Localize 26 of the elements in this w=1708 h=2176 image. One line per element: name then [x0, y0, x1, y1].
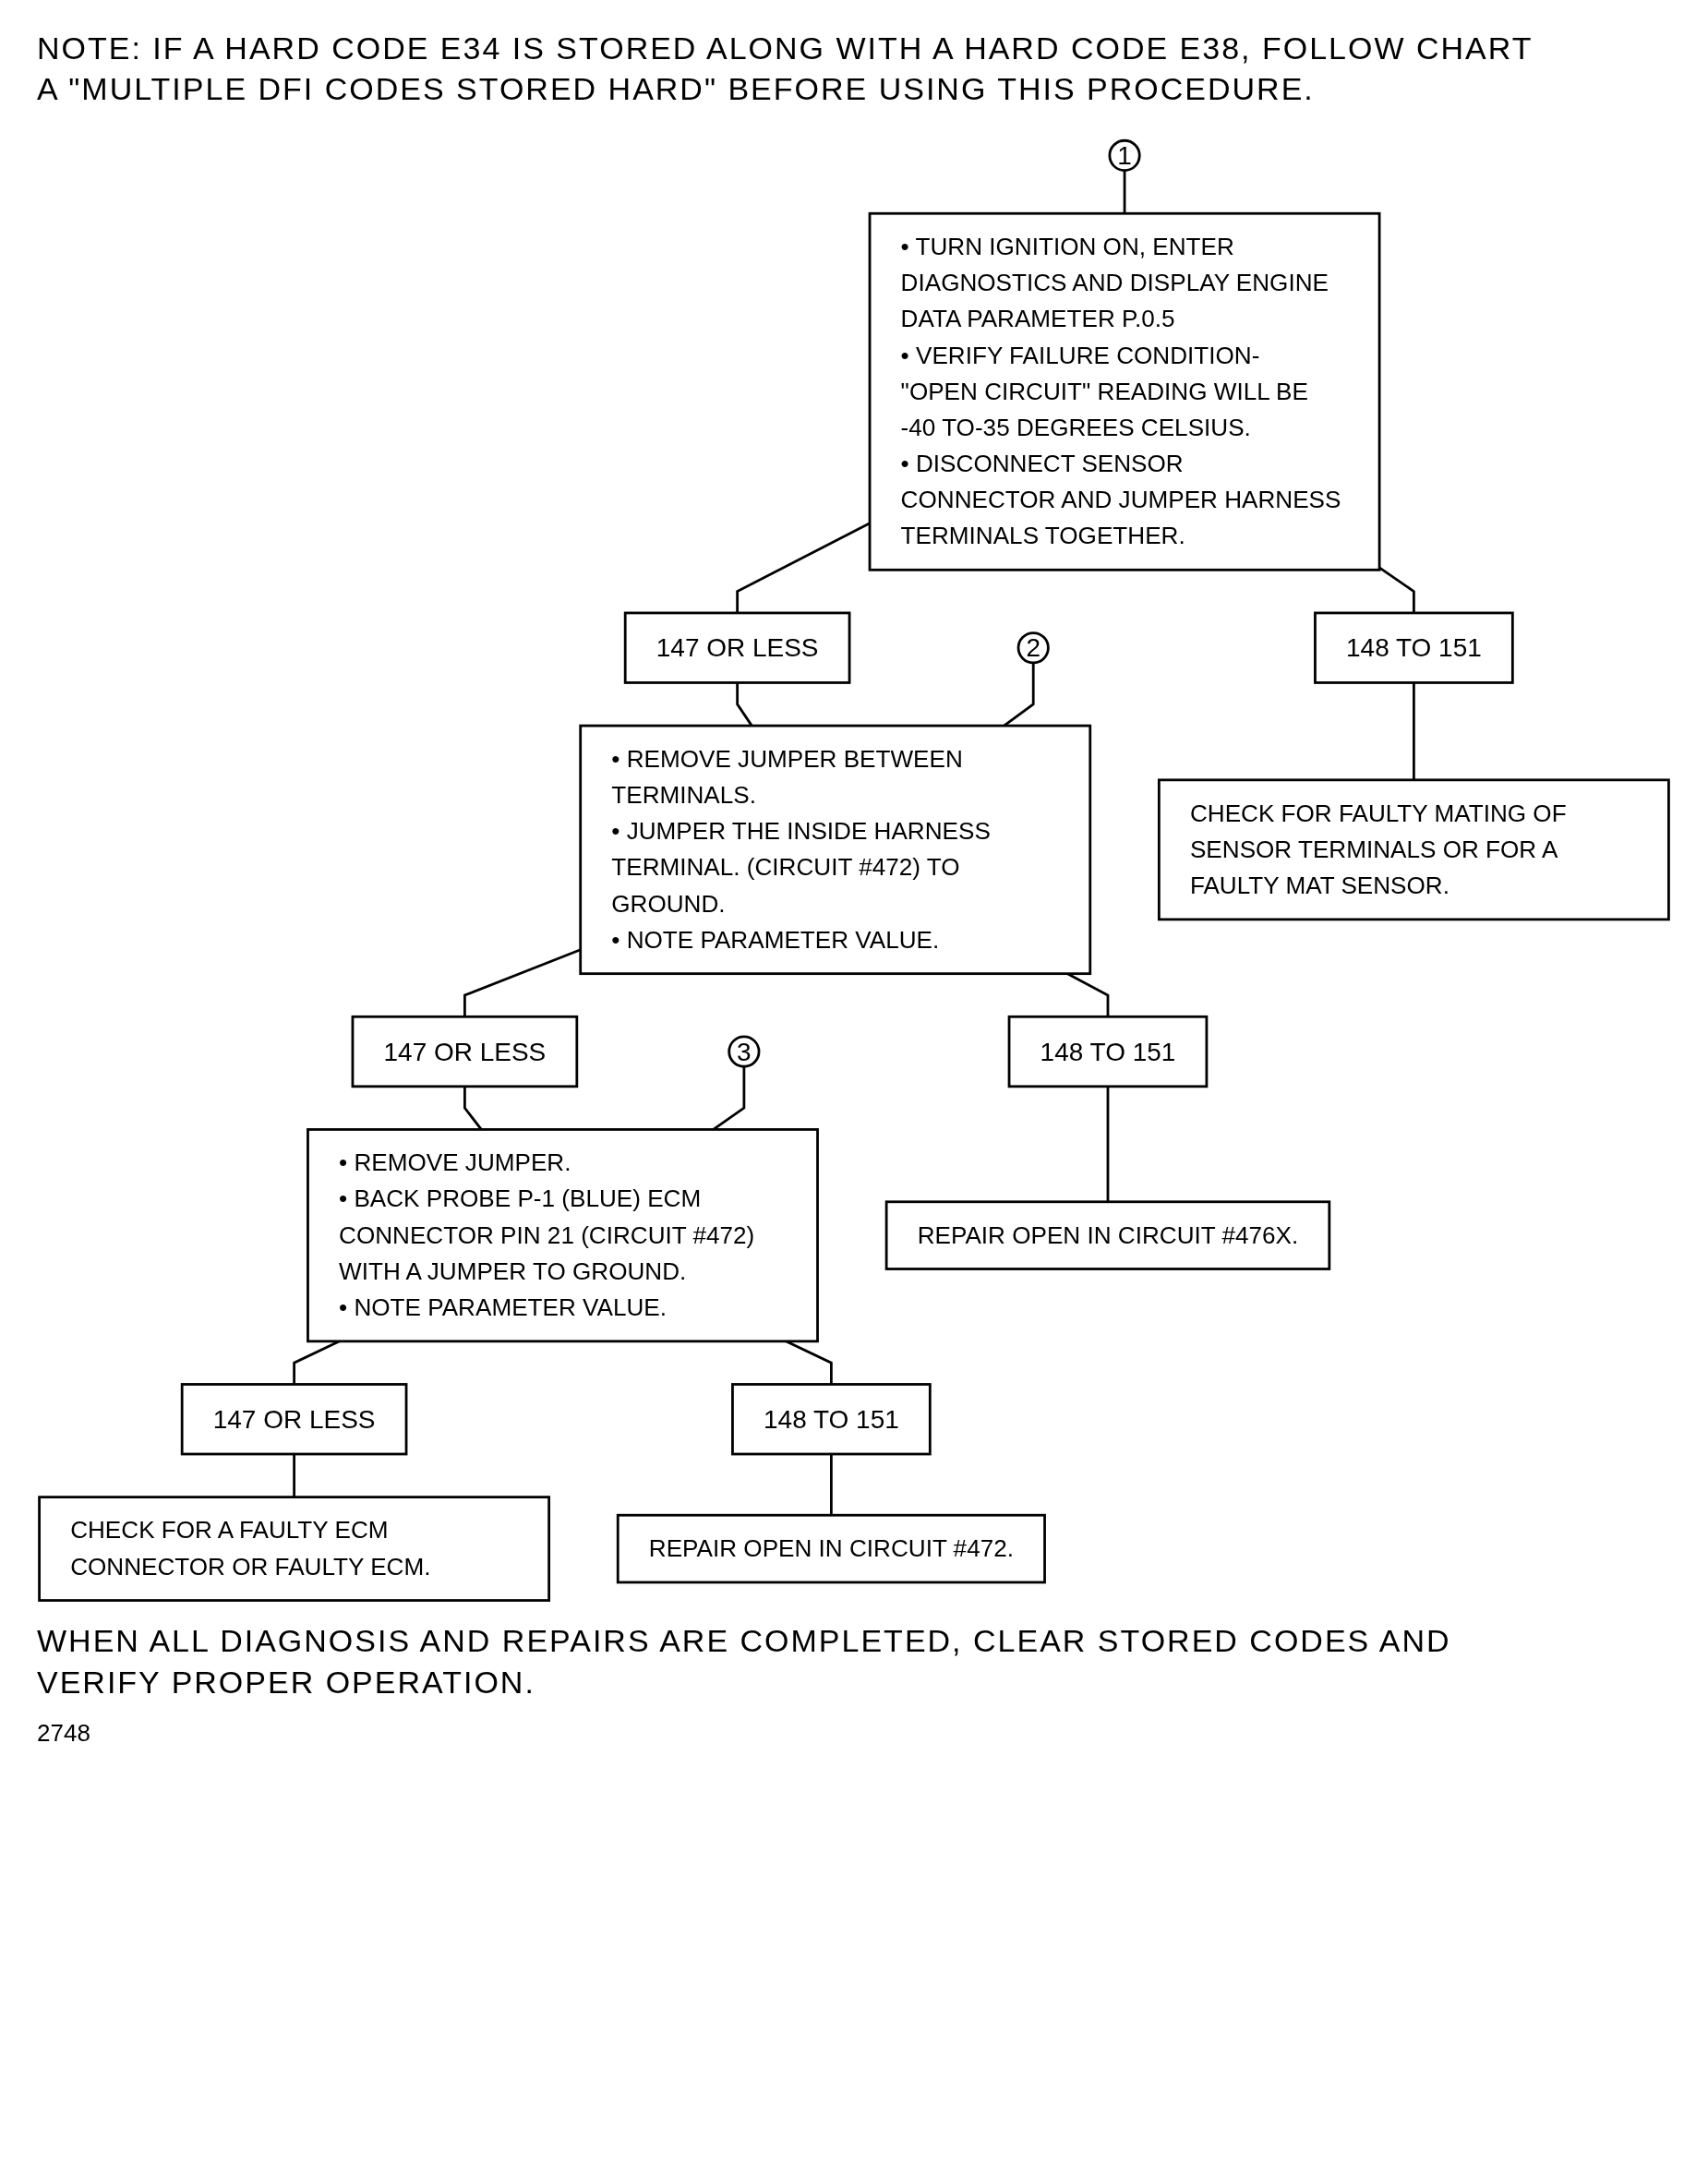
node-box: REPAIR OPEN IN CIRCUIT #476X.: [884, 1200, 1331, 1271]
node-box: 148 TO 151: [731, 1383, 932, 1456]
connector: [1106, 1087, 1110, 1203]
connector: [293, 1454, 295, 1497]
node-box: 147 OR LESS: [351, 1016, 579, 1088]
note-text: WHEN ALL DIAGNOSIS AND REPAIRS ARE COMPLETED, CLEAR STORED CODES AND VERIFY PROPER OPERATION.: [37, 1622, 1452, 1701]
connector: [1378, 567, 1415, 614]
node-box: REPAIR OPEN IN CIRCUIT #472.: [616, 1514, 1046, 1584]
figure-number: 2748: [37, 1718, 91, 1748]
node-box: • REMOVE JUMPER. • BACK PROBE P-1 (BLUE) ECM CONNECTOR PIN 21 (CIRCUIT #472) WITH A JUMPER TO GROUND. • NOTE PARAMETER VALUE.: [307, 1128, 819, 1343]
node-circle: 3: [728, 1035, 761, 1068]
node-box: 147 OR LESS: [623, 611, 851, 685]
connector: [736, 522, 871, 614]
node-circle: 1: [1108, 139, 1141, 173]
node-box: CHECK FOR A FAULTY ECM CONNECTOR OR FAULTY ECM.: [38, 1496, 551, 1603]
note-text: NOTE: IF A HARD CODE E34 IS STORED ALONG WITH A HARD CODE E38, FOLLOW CHART A "MULTIPLE DFI CODES STORED HARD" BEFORE USING THIS PROCEDURE.: [37, 30, 1534, 109]
node-box: • REMOVE JUMPER BETWEEN TERMINALS. • JUMPER THE INSIDE HARNESS TERMINAL. (CIRCUIT #472) TO GROUND. • NOTE PARAMETER VALUE.: [579, 725, 1092, 976]
node-box: 148 TO 151: [1314, 611, 1514, 685]
node-box: • TURN IGNITION ON, ENTER DIAGNOSTICS AND DISPLAY ENGINE DATA PARAMETER P.0.5 • VERIFY FAILURE CONDITION- "OPEN CIRCUIT" READING WILL BE -40 TO-35 DEGREES CELSIUS. • DISCONNECT SENSOR CONNECTOR AND JUMPER HARNESS TERMINALS TOGETHER.: [868, 212, 1381, 572]
connector: [830, 1454, 833, 1516]
node-circle: 2: [1016, 631, 1050, 665]
node-box: 148 TO 151: [1007, 1016, 1209, 1088]
connector: [1123, 171, 1126, 214]
connector: [1413, 682, 1415, 781]
node-box: CHECK FOR FAULTY MATING OF SENSOR TERMINALS OR FOR A FAULTY MAT SENSOR.: [1157, 778, 1670, 921]
node-box: 147 OR LESS: [180, 1383, 408, 1456]
